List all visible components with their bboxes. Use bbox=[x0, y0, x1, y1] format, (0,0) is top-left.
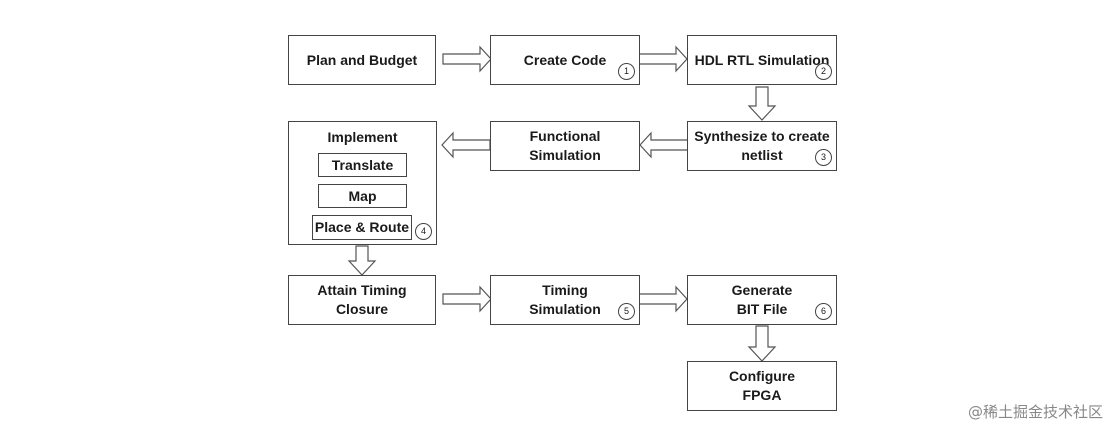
step-number-badge: 4 bbox=[415, 223, 432, 240]
step-number-badge: 1 bbox=[618, 63, 635, 80]
step-label-line: Generate bbox=[731, 282, 793, 298]
step-label-line: netlist bbox=[741, 147, 783, 163]
step-label-line: Configure bbox=[728, 368, 796, 384]
substep-label: Translate bbox=[331, 156, 394, 173]
step-number-badge: 3 bbox=[815, 149, 832, 166]
step-label-line: HDL RTL Simulation bbox=[694, 51, 830, 68]
substep-label: Map bbox=[348, 187, 377, 204]
step-attain-timing-closure: Attain Timing Closure bbox=[288, 275, 436, 325]
step-synthesize-netlist: Synthesize to create netlist 3 bbox=[687, 121, 837, 171]
arrow-generate-bit-to-configure bbox=[747, 325, 777, 362]
step-timing-simulation: Timing Simulation 5 bbox=[490, 275, 640, 325]
step-configure-fpga: Configure FPGA bbox=[687, 361, 837, 411]
step-label-line: Synthesize to create bbox=[694, 128, 830, 144]
substep-translate: Translate bbox=[318, 153, 407, 177]
watermark-text: @稀土掘金技术社区 bbox=[967, 403, 1103, 421]
step-label-line: Plan and Budget bbox=[306, 51, 418, 68]
step-plan-and-budget: Plan and Budget bbox=[288, 35, 436, 85]
arrow-implement-to-timing-closure bbox=[347, 245, 377, 276]
arrow-timing-closure-to-timing-sim bbox=[442, 285, 492, 313]
arrow-functional-to-implement bbox=[441, 131, 491, 159]
arrow-plan-to-create-code bbox=[442, 45, 492, 73]
step-number-badge: 2 bbox=[815, 63, 832, 80]
step-number-badge: 5 bbox=[618, 303, 635, 320]
step-generate-bit-file: Generate BIT File 6 bbox=[687, 275, 837, 325]
step-label-line: Timing bbox=[542, 282, 588, 298]
step-label-line: Simulation bbox=[529, 147, 601, 163]
step-label-line: Simulation bbox=[529, 301, 601, 317]
step-label-line: Closure bbox=[335, 301, 389, 317]
step-label-line: FPGA bbox=[742, 387, 782, 403]
step-implement: Implement Translate Map Place & Route 4 bbox=[288, 121, 437, 245]
step-create-code: Create Code 1 bbox=[490, 35, 640, 85]
step-label-line: BIT File bbox=[736, 301, 788, 317]
arrow-synthesize-to-functional bbox=[639, 131, 689, 159]
step-label-line: Create Code bbox=[523, 51, 607, 68]
arrow-timing-sim-to-generate-bit bbox=[638, 285, 688, 313]
arrow-create-code-to-hdl bbox=[638, 45, 688, 73]
step-functional-simulation: Functional Simulation bbox=[490, 121, 640, 171]
step-hdl-rtl-simulation: HDL RTL Simulation 2 bbox=[687, 35, 837, 85]
step-label-line: Functional bbox=[529, 128, 601, 144]
arrow-hdl-to-synthesize bbox=[747, 86, 777, 121]
substep-map: Map bbox=[318, 184, 407, 208]
implement-title: Implement bbox=[327, 129, 398, 145]
substep-place-and-route: Place & Route bbox=[312, 215, 412, 240]
step-label-line: Attain Timing bbox=[317, 282, 407, 298]
step-number-badge: 6 bbox=[815, 303, 832, 320]
substep-label: Place & Route bbox=[314, 219, 410, 235]
